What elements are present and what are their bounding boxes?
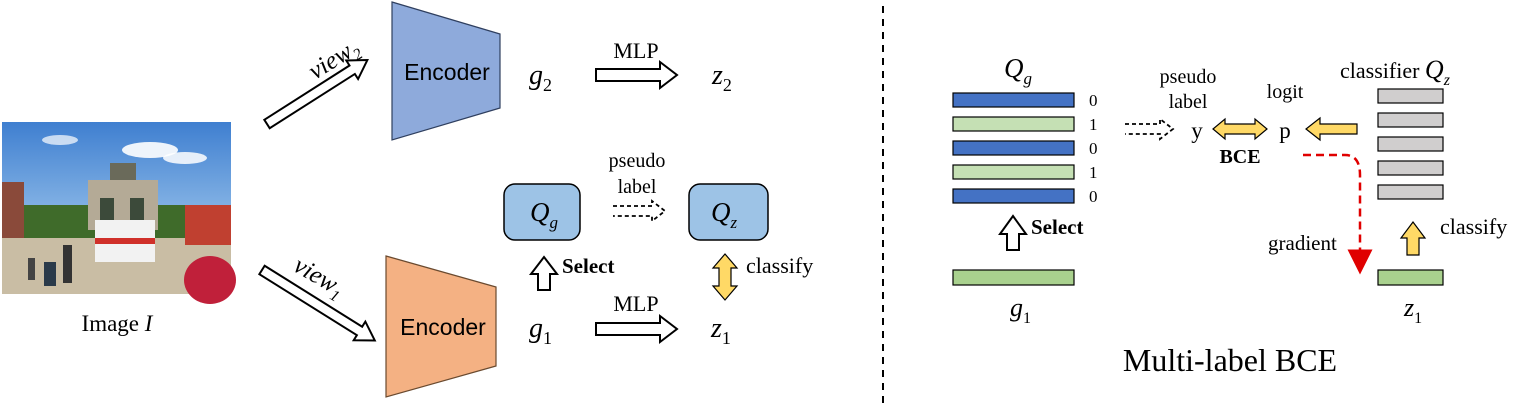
view1-arrow [257,264,377,342]
classifier-bar [1377,136,1444,152]
g2-label: g2 [529,60,552,95]
image-caption: Image I [82,311,154,336]
input-photo [2,122,236,304]
z1-bar [1377,269,1444,286]
qg-bit-label: 0 [1089,187,1098,206]
pseudo-label-line1: pseudo [609,150,666,172]
right-select-up-arrow [998,214,1028,251]
qg-title: Qg [1004,53,1032,88]
qg-label: Qg [530,197,558,232]
pseudo-label-dashed-arrow [613,199,667,223]
qg-bar [952,116,1075,132]
qg-bit-label: 1 [1089,163,1098,182]
encoder-bottom [385,255,497,398]
encoder-top-label: Encoder [404,59,490,85]
right-panel-title: Multi-label BCE [1123,342,1337,378]
mlp-top-arrow [595,59,679,91]
mlp-top-label: MLP [613,38,658,63]
qg-bar [952,140,1075,156]
encoder-bottom-label: Encoder [400,314,486,340]
right-pseudo-line1: pseudo [1160,66,1217,88]
y-label: y [1191,118,1203,143]
classify-double-arrow [711,253,739,301]
qz-label: Qz [711,197,738,232]
g1-bar [952,269,1075,286]
encoder-top [391,1,501,141]
qg-bit-label: 0 [1089,91,1098,110]
bce-label: BCE [1219,146,1260,168]
mlp-bottom-arrow [595,313,679,345]
right-classify-label: classify [1440,214,1507,239]
classifier-bar [1377,160,1444,176]
classifier-title: classifier Qz [1340,55,1451,89]
right-classify-up-arrow [1399,221,1427,256]
classifier-bar [1377,88,1444,104]
qg-bar-stack: 0 1 0 1 0 [952,91,1098,206]
classify-label: classify [746,253,813,278]
qg-bit-label: 1 [1089,115,1098,134]
qz-box [688,183,769,241]
g1-label: g1 [529,313,552,348]
select-up-arrow [528,255,560,291]
bce-double-arrow [1212,117,1268,141]
classifier-bar [1377,112,1444,128]
logit-arrow [1305,116,1358,142]
right-z1-label: z1 [1403,293,1422,327]
z1-label: z1 [710,313,731,348]
right-pseudo-line2: label [1169,91,1208,113]
pseudo-label-line2: label [618,176,657,198]
classifier-bar [1377,184,1444,200]
qg-bar [952,92,1075,108]
classifier-bar-stack [1377,88,1444,200]
logit-label: logit [1267,81,1304,103]
qg-bar [952,164,1075,180]
select-label: Select [562,254,614,278]
qg-bar [952,188,1075,204]
mlp-bottom-label: MLP [613,291,658,316]
gradient-curve [1303,153,1373,275]
right-g1-label: g1 [1010,293,1031,327]
view2-arrow [262,59,369,130]
p-label: p [1279,118,1291,143]
right-select-label: Select [1031,215,1083,239]
gradient-label: gradient [1268,231,1337,255]
qg-bit-label: 0 [1089,139,1098,158]
z2-label: z2 [711,60,732,95]
right-pseudo-dashed-arrow [1125,117,1175,141]
qg-box [503,183,581,241]
